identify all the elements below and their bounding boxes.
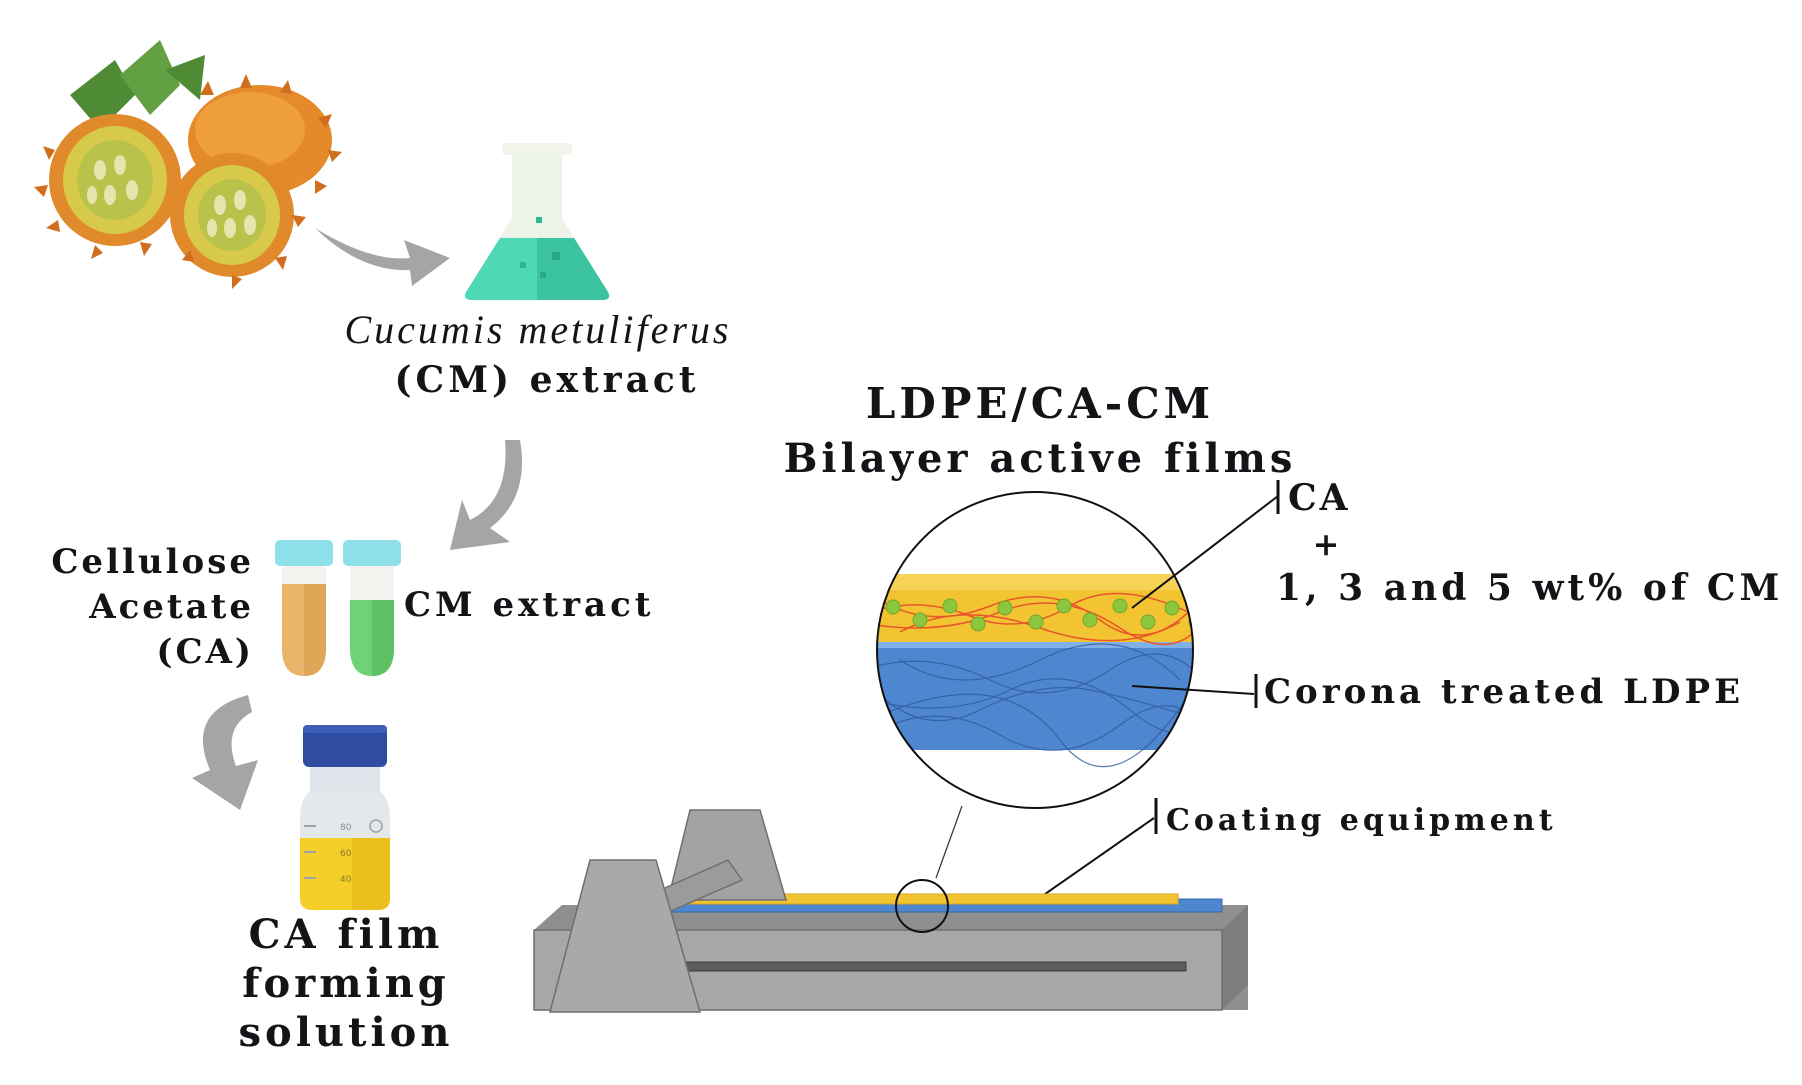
bottle-label-line2: forming <box>242 960 450 1007</box>
test-tube-ca <box>275 540 333 676</box>
ca-label: CA <box>1288 477 1351 519</box>
extract-label-line2: (CM) extract <box>395 359 700 401</box>
test-tube-cm <box>343 540 401 676</box>
kiwano-fruit-image <box>34 40 342 289</box>
bottle-label-line1: CA film <box>249 911 444 958</box>
zoom-connector-line <box>935 805 963 879</box>
ldpe-layer <box>877 648 1193 750</box>
tube-right-label: CM extract <box>404 585 655 625</box>
ldpe-label: Corona treated LDPE <box>1264 672 1744 712</box>
film-title-line2: Bilayer active films <box>784 435 1297 482</box>
ca-plus-label: + <box>1313 525 1340 563</box>
film-title-line1: LDPE/CA-CM <box>866 379 1214 428</box>
flask-icon <box>464 143 610 300</box>
equipment-label: Coating equipment <box>1166 803 1557 838</box>
tube-left-label-line3: (CA) <box>156 632 254 672</box>
tube-left-label-line1: Cellulose <box>51 542 254 582</box>
bottle-label-line3: solution <box>239 1009 454 1056</box>
reagent-bottle-icon: 80 60 40 <box>300 725 390 910</box>
bottle-graduation-60: 60 <box>340 849 352 859</box>
bottle-graduation-80: 80 <box>340 823 352 833</box>
bilayer-zoom-view <box>876 491 1194 809</box>
zoom-target-circle <box>895 879 949 933</box>
tube-left-label-line2: Acetate <box>88 587 254 627</box>
cm-concentration-label: 1, 3 and 5 wt% of CM <box>1276 567 1783 609</box>
ldpe-pointer-line <box>1131 685 1255 695</box>
bottle-graduation-40: 40 <box>340 875 352 885</box>
arrow-fruit-to-flask <box>315 228 450 286</box>
ca-pointer-line <box>1131 495 1279 609</box>
arrow-flask-to-tubes <box>450 440 522 550</box>
arrow-tubes-to-bottle <box>192 695 258 810</box>
coating-equipment-illustration <box>533 809 1248 1013</box>
extract-label-line1: Cucumis metuliferus <box>345 307 732 352</box>
